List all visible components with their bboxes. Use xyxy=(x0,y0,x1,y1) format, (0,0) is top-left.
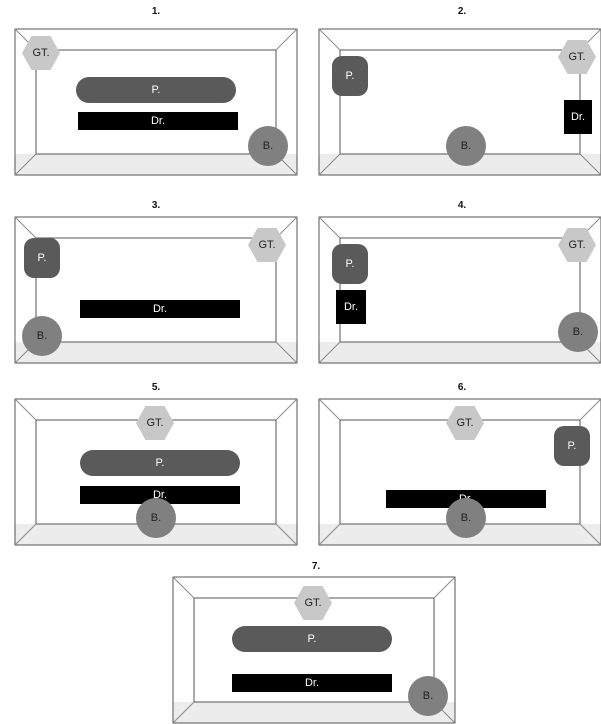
dr-bar: Dr. xyxy=(80,300,240,318)
stage-panel-7: GT. P. Dr. B. xyxy=(172,576,456,724)
stage-panel-4: P. Dr. GT. B. xyxy=(318,216,601,364)
p-pill: P. xyxy=(232,626,392,652)
panel-number-7: 7. xyxy=(311,561,321,572)
stage-panel-3: P. GT. Dr. B. xyxy=(14,216,298,364)
b-circle: B. xyxy=(136,498,176,538)
stage-perspective xyxy=(14,216,298,364)
stage-perspective xyxy=(318,216,601,364)
b-circle: B. xyxy=(558,312,598,352)
dr-bar: Dr. xyxy=(78,112,238,130)
panel-number-5: 5. xyxy=(151,382,161,393)
p-pill: P. xyxy=(76,77,236,103)
gt-hexagon: GT. xyxy=(446,406,484,440)
dr-box: Dr. xyxy=(336,290,366,324)
stage-panel-1: GT. P. Dr. B. xyxy=(14,28,298,176)
p-rounded-square: P. xyxy=(554,426,590,466)
panel-number-3: 3. xyxy=(151,200,161,211)
p-rounded-square: P. xyxy=(24,238,60,278)
stage-panel-2: P. GT. Dr. B. xyxy=(318,28,601,176)
b-circle: B. xyxy=(408,676,448,716)
p-rounded-square: P. xyxy=(332,244,368,284)
panel-number-1: 1. xyxy=(151,6,161,17)
b-circle: B. xyxy=(446,126,486,166)
b-circle: B. xyxy=(248,126,288,166)
panel-number-6: 6. xyxy=(457,382,467,393)
b-circle: B. xyxy=(22,316,62,356)
stage-panel-5: GT. P. Dr. B. xyxy=(14,398,298,546)
panel-number-2: 2. xyxy=(457,6,467,17)
p-pill: P. xyxy=(80,450,240,476)
p-rounded-square: P. xyxy=(332,56,368,96)
panel-number-4: 4. xyxy=(457,200,467,211)
dr-box: Dr. xyxy=(564,100,592,134)
stage-panel-6: GT. P. Dr. B. xyxy=(318,398,601,546)
b-circle: B. xyxy=(446,498,486,538)
gt-hexagon: GT. xyxy=(294,586,332,620)
dr-bar: Dr. xyxy=(232,674,392,692)
